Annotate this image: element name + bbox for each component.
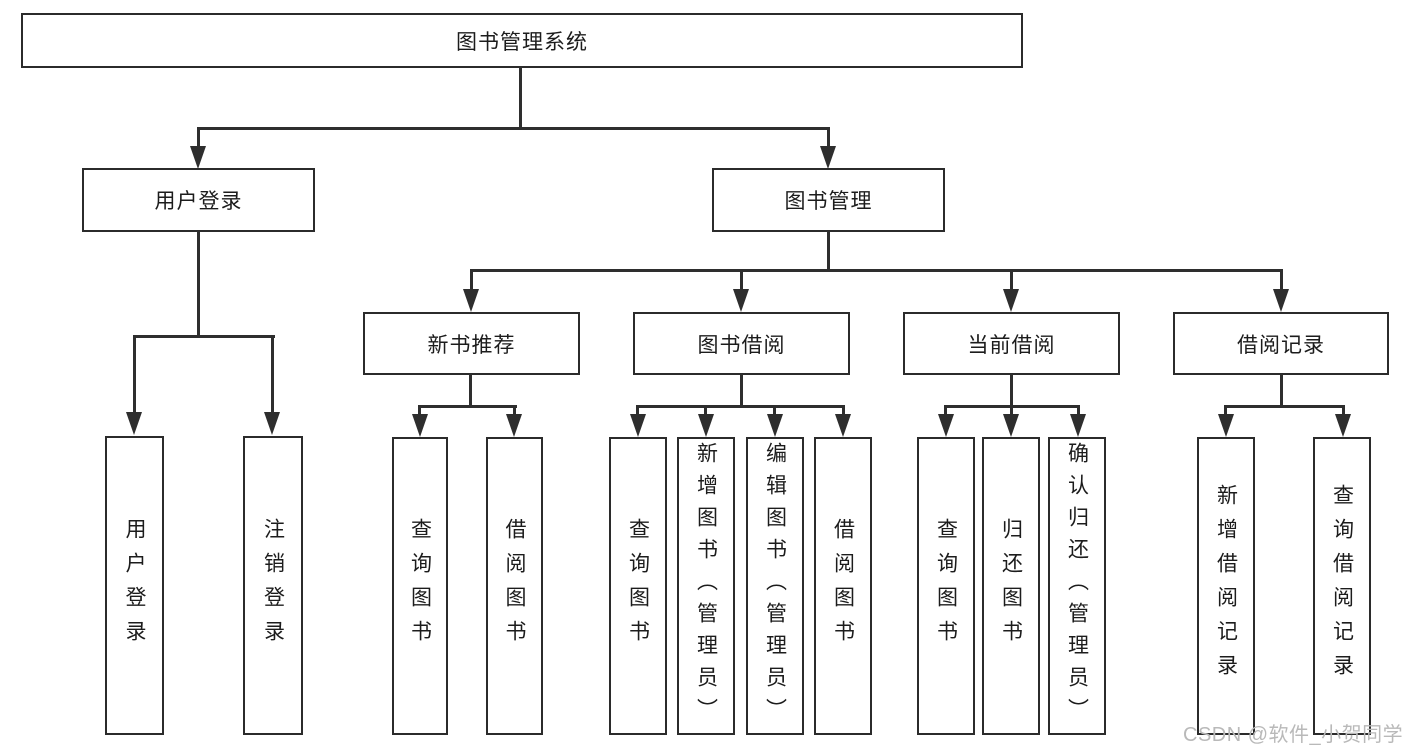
arrow-down-icon [190, 146, 206, 169]
node-borrow-records: 借阅记录 [1173, 312, 1389, 375]
leaf-add-books-admin: 新增图书（管理员） [677, 437, 735, 735]
connector-drop [513, 405, 516, 417]
leaf-borrow-books-recommend: 借阅图书 [486, 437, 543, 735]
arrow-down-icon [733, 289, 749, 312]
arrow-down-icon [938, 414, 954, 437]
connector-drop-book-borrow [740, 269, 743, 291]
connector-drop [1010, 405, 1013, 417]
arrow-down-icon [767, 414, 783, 437]
node-book-management: 图书管理 [712, 168, 945, 232]
connector-drop-book-management [827, 127, 830, 148]
connector-drop-new-book [470, 269, 473, 291]
connector-borrow-records-stem [1280, 374, 1283, 408]
leaf-user-login: 用户登录 [105, 436, 164, 735]
connector-drop [1342, 405, 1345, 417]
connector-drop [636, 405, 639, 417]
arrow-down-icon [463, 289, 479, 312]
leaf-query-books-recommend: 查询图书 [392, 437, 448, 735]
connector-book-borrow-stem [740, 374, 743, 408]
node-library-management-system: 图书管理系统 [21, 13, 1023, 68]
leaf-confirm-return-admin: 确认归还（管理员） [1048, 437, 1106, 735]
csdn-watermark: CSDN @软件_小贺同学 [1183, 724, 1404, 746]
node-book-borrow: 图书借阅 [633, 312, 850, 375]
arrow-down-icon [506, 414, 522, 437]
connector-borrow-records-bar [1224, 405, 1345, 408]
arrow-down-icon [412, 414, 428, 437]
connector-drop [944, 405, 947, 417]
arrow-down-icon [1070, 414, 1086, 437]
leaf-return-books: 归还图书 [982, 437, 1040, 735]
arrow-down-icon [126, 412, 142, 435]
connector-user-login-stem [197, 231, 200, 338]
connector-drop-current-borrow [1010, 269, 1013, 291]
connector-drop [1224, 405, 1227, 417]
leaf-borrow-books: 借阅图书 [814, 437, 872, 735]
connector-drop [418, 405, 421, 417]
leaf-query-books-borrow: 查询图书 [609, 437, 667, 735]
arrow-down-icon [1003, 414, 1019, 437]
arrow-down-icon [630, 414, 646, 437]
leaf-edit-books-admin: 编辑图书（管理员） [746, 437, 804, 735]
arrow-down-icon [835, 414, 851, 437]
leaf-query-books-current: 查询图书 [917, 437, 975, 735]
arrow-down-icon [1218, 414, 1234, 437]
leaf-logout-login: 注销登录 [243, 436, 303, 735]
arrow-down-icon [698, 414, 714, 437]
connector-user-login-bar [133, 335, 275, 338]
connector-new-book-stem [469, 374, 472, 408]
connector-level3-bar [470, 269, 1283, 272]
connector-root-stem [519, 67, 522, 129]
connector-book-borrow-bar [636, 405, 845, 408]
connector-new-book-bar [418, 405, 517, 408]
arrow-down-icon [1335, 414, 1351, 437]
connector-root-bar [197, 127, 830, 130]
connector-drop-leaf-logout [271, 335, 274, 413]
arrow-down-icon [1003, 289, 1019, 312]
node-current-borrow: 当前借阅 [903, 312, 1120, 375]
connector-drop [704, 405, 707, 417]
arrow-down-icon [1273, 289, 1289, 312]
connector-drop [842, 405, 845, 417]
connector-book-management-stem [827, 231, 830, 272]
connector-drop-user-login [197, 127, 200, 148]
node-user-login: 用户登录 [82, 168, 315, 232]
leaf-query-borrow-record: 查询借阅记录 [1313, 437, 1371, 735]
arrow-down-icon [820, 146, 836, 169]
leaf-add-borrow-record: 新增借阅记录 [1197, 437, 1255, 735]
connector-drop [773, 405, 776, 417]
arrow-down-icon [264, 412, 280, 435]
connector-current-borrow-stem [1010, 374, 1013, 408]
connector-drop-borrow-records [1280, 269, 1283, 291]
node-new-book-recommend: 新书推荐 [363, 312, 580, 375]
connector-drop [1077, 405, 1080, 417]
connector-drop-leaf-user-login [133, 335, 136, 413]
